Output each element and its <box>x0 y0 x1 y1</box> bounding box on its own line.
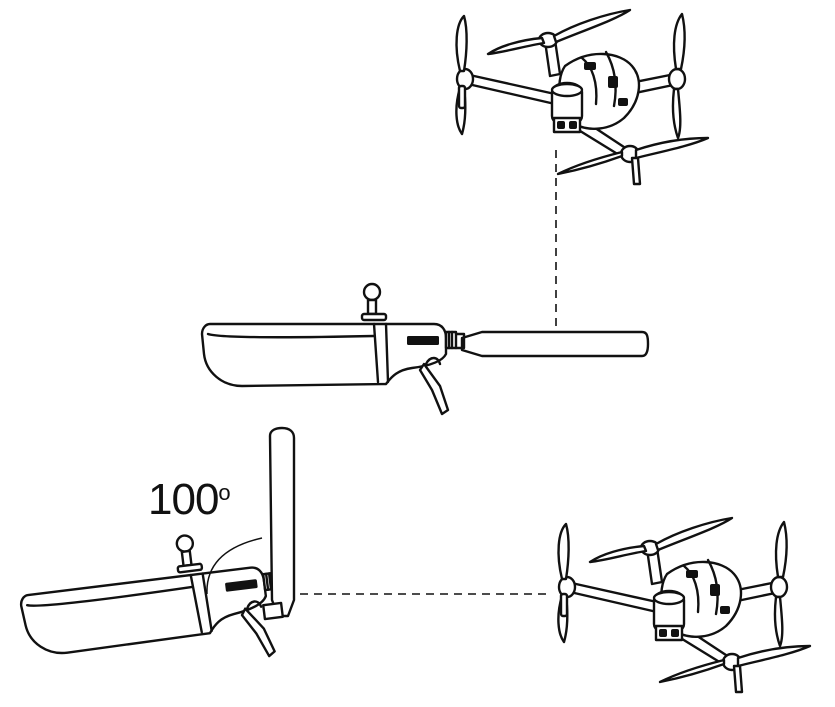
angle-arc <box>206 537 263 595</box>
drone-top <box>455 8 710 186</box>
antenna-vertical <box>268 426 296 618</box>
drone-bottom <box>557 516 812 694</box>
antenna-horizontal <box>460 330 650 358</box>
angle-unit: o <box>218 480 230 505</box>
angle-value: 100 <box>148 475 219 524</box>
angle-label: 100o <box>148 475 231 524</box>
remote-controller-bottom <box>13 524 285 687</box>
remote-controller-top <box>200 282 650 416</box>
